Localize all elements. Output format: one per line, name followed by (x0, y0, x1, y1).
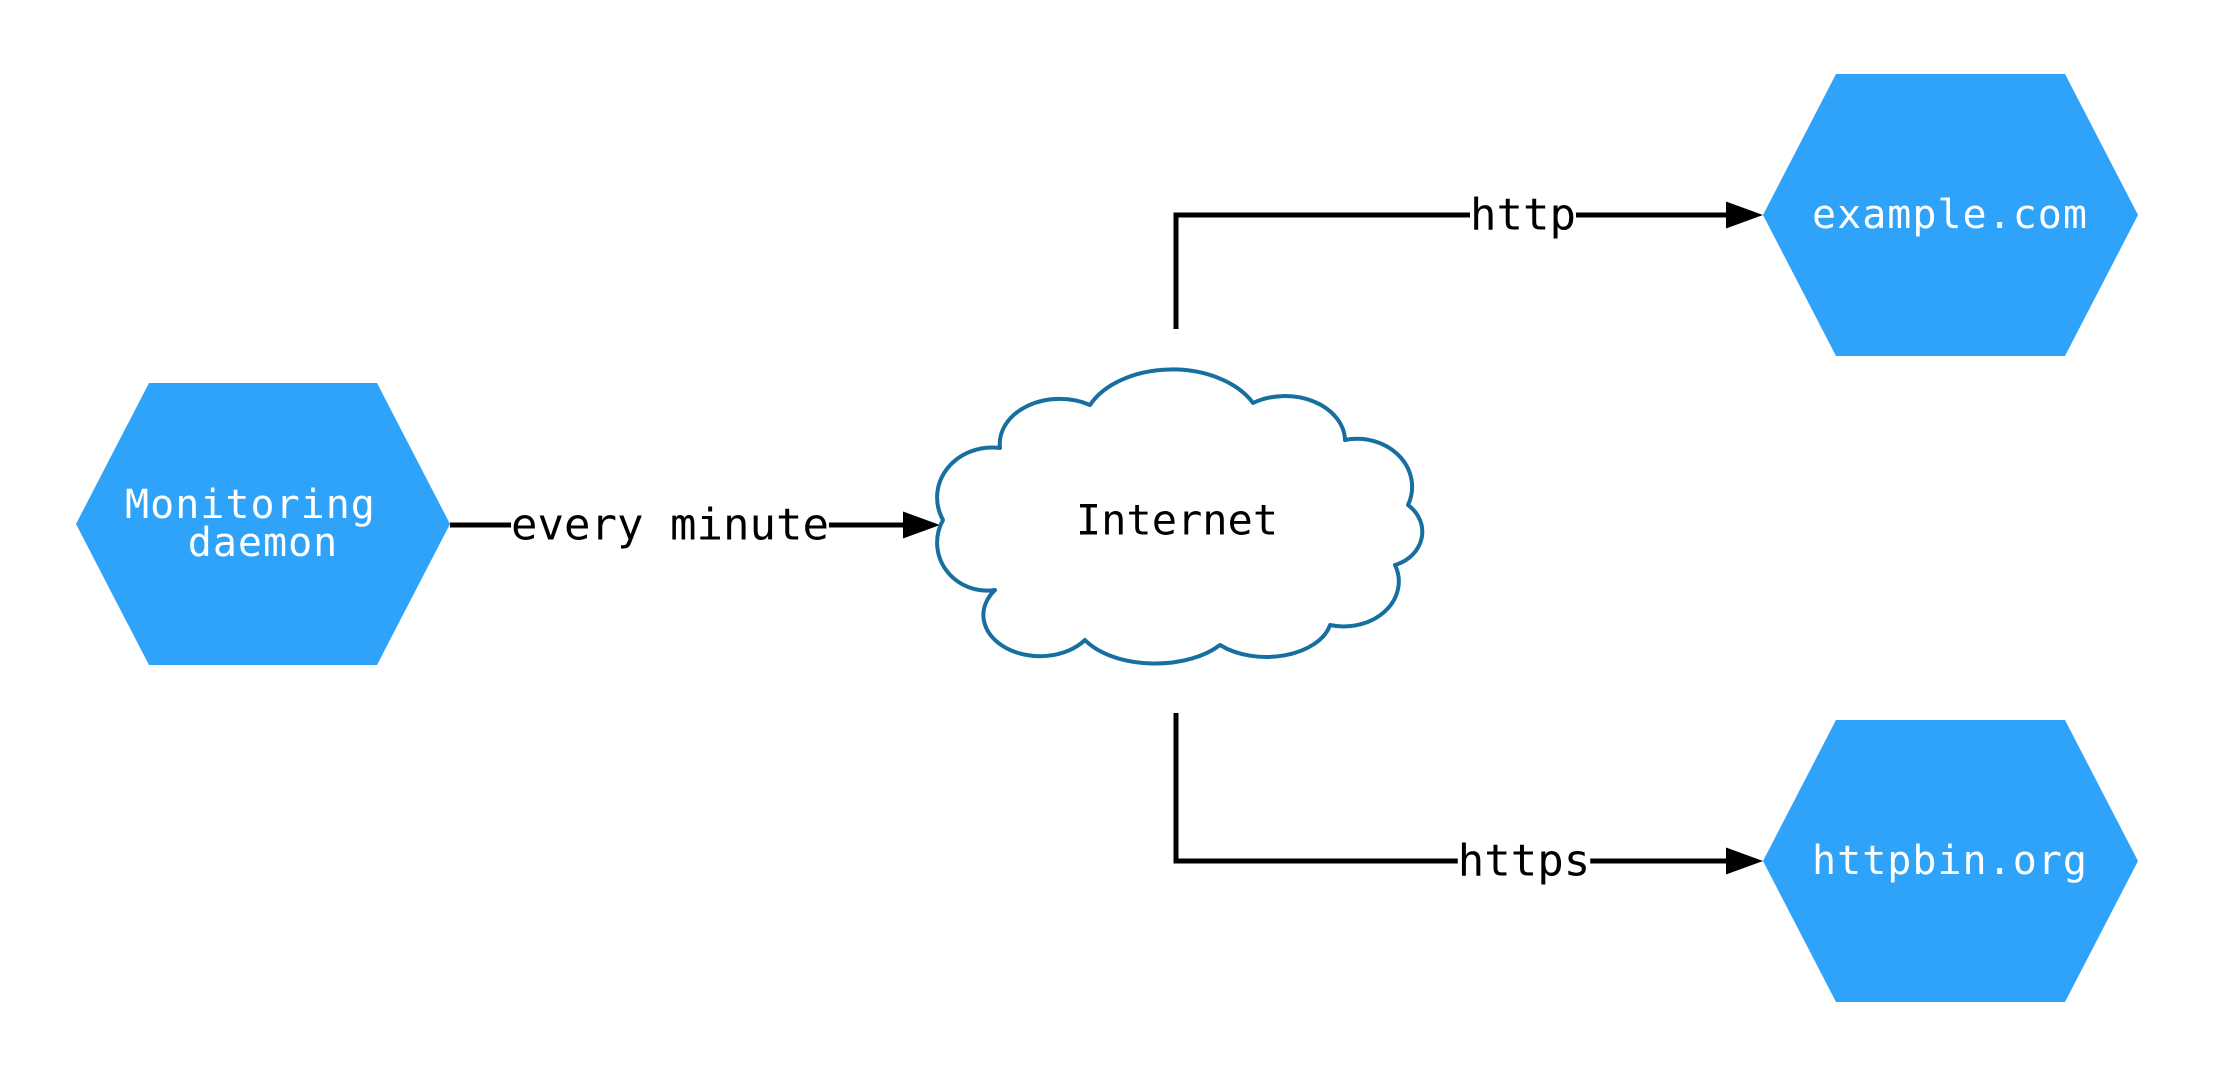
arrowhead-icon (1726, 847, 1763, 875)
node-internet: Internet (935, 367, 1425, 666)
node-monitoring-daemon-label: Monitoring daemon (125, 482, 401, 566)
node-monitoring-daemon-label-line1: Monitoring (125, 482, 376, 528)
node-example-com-label: example.com (1812, 192, 2088, 238)
node-internet-label: Internet (1076, 496, 1278, 545)
node-httpbin-org-label: httpbin.org (1812, 838, 2088, 884)
edge-http-line (1173, 212, 1729, 329)
hexagon-shape (76, 383, 450, 665)
edge-every-minute-label: every minute (511, 500, 829, 551)
edge-http-label-bg (1470, 189, 1576, 241)
edge-http: http (1173, 189, 1763, 329)
arrowhead-icon (1726, 201, 1763, 229)
edge-https-label-bg (1457, 835, 1591, 887)
edge-every-minute-label-bg (511, 499, 829, 551)
edge-https-line (1173, 713, 1729, 864)
node-example-com: example.com (1763, 74, 2138, 356)
edge-https-label: https (1458, 836, 1590, 887)
hexagon-shape (1763, 720, 2138, 1002)
edge-https: https (1173, 713, 1763, 887)
node-httpbin-org: httpbin.org (1763, 720, 2138, 1002)
node-monitoring-daemon-label-line2: daemon (188, 520, 339, 566)
edge-every-minute: every minute (450, 499, 940, 551)
edge-http-label: http (1470, 190, 1576, 241)
node-monitoring-daemon: Monitoring daemon (76, 383, 450, 665)
cloud-icon (935, 367, 1425, 666)
hexagon-shape (1763, 74, 2138, 356)
arrowhead-icon (903, 511, 940, 539)
